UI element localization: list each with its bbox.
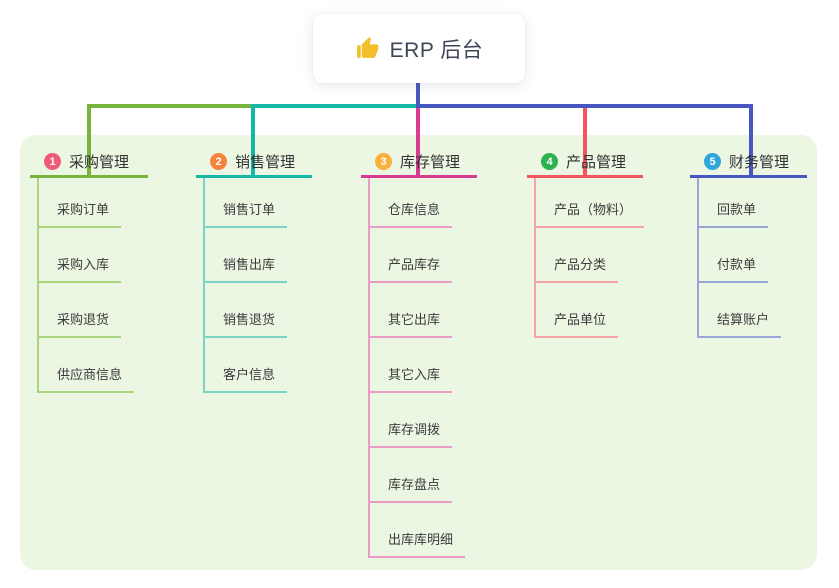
connector-drop-product: [583, 104, 587, 178]
child-node-label[interactable]: 回款单: [699, 199, 769, 228]
connector-segment-finance: [416, 104, 753, 108]
child-node: 付款单: [699, 228, 807, 283]
branch-title: 采购管理: [69, 154, 130, 171]
branch-number-badge: 2: [210, 153, 227, 170]
child-node-label[interactable]: 销售出库: [205, 254, 288, 283]
child-node-label[interactable]: 出库库明细: [370, 529, 466, 558]
connector-root-stem: [416, 82, 420, 108]
connector-drop-sales: [251, 104, 255, 178]
child-node: 产品单位: [536, 283, 643, 338]
child-node-label[interactable]: 客户信息: [205, 364, 288, 393]
root-node-label: ERP 后台: [389, 38, 484, 62]
child-node: 销售退货: [205, 283, 312, 338]
branch: 1 采购管理 采购订单 采购入库 采购退货 供应商信息: [30, 148, 148, 393]
child-node: 其它入库: [370, 338, 477, 393]
child-node-label[interactable]: 产品单位: [536, 309, 619, 338]
thumbs-up-icon: [356, 37, 379, 58]
branch: 4 产品管理 产品（物料） 产品分类 产品单位: [527, 148, 645, 338]
child-node-label[interactable]: 库存调拨: [370, 419, 453, 448]
child-node: 采购订单: [39, 178, 148, 228]
connector-segment-sales: [251, 104, 418, 108]
child-node: 出库库明细: [370, 503, 477, 558]
child-node: 供应商信息: [39, 338, 148, 393]
child-node-label[interactable]: 产品库存: [370, 254, 453, 283]
branch-children: 仓库信息 产品库存 其它出库 其它入库 库存调拨 库存盘点 出库库明细: [368, 178, 477, 558]
child-node-label[interactable]: 采购订单: [39, 199, 122, 228]
child-node: 结算账户: [699, 283, 807, 338]
branch-children: 回款单 付款单 结算账户: [697, 178, 807, 338]
branch-header[interactable]: 5 财务管理: [690, 148, 807, 178]
child-node-label[interactable]: 其它入库: [370, 364, 453, 393]
branch-title: 财务管理: [729, 154, 790, 171]
child-node: 销售订单: [205, 178, 312, 228]
branch-title: 产品管理: [566, 154, 627, 171]
child-node: 其它出库: [370, 283, 477, 338]
branch-number-badge: 3: [375, 153, 392, 170]
child-node-label[interactable]: 仓库信息: [370, 199, 453, 228]
branch-title: 库存管理: [400, 154, 461, 171]
child-node-label[interactable]: 付款单: [699, 254, 769, 283]
child-node: 产品分类: [536, 228, 643, 283]
child-node-label[interactable]: 结算账户: [699, 309, 782, 338]
connector-drop-finance: [749, 104, 753, 178]
branch-children: 采购订单 采购入库 采购退货 供应商信息: [37, 178, 148, 393]
branch-children: 销售订单 销售出库 销售退货 客户信息: [203, 178, 312, 393]
child-node-label[interactable]: 产品分类: [536, 254, 619, 283]
branch: 2 销售管理 销售订单 销售出库 销售退货 客户信息: [196, 148, 312, 393]
child-node-label[interactable]: 销售订单: [205, 199, 288, 228]
branch-header[interactable]: 1 采购管理: [30, 148, 148, 178]
branch: 3 库存管理 仓库信息 产品库存 其它出库 其它入库 库存调拨 库存盘点 出库库…: [361, 148, 477, 558]
child-node: 回款单: [699, 178, 807, 228]
branch-title: 销售管理: [235, 154, 296, 171]
child-node: 采购退货: [39, 283, 148, 338]
child-node-label[interactable]: 销售退货: [205, 309, 288, 338]
child-node: 采购入库: [39, 228, 148, 283]
branch-number-badge: 5: [704, 153, 721, 170]
child-node-label[interactable]: 产品（物料）: [536, 199, 645, 228]
child-node: 库存调拨: [370, 393, 477, 448]
child-node: 产品（物料）: [536, 178, 645, 228]
child-node: 销售出库: [205, 228, 312, 283]
branch-number-badge: 1: [44, 153, 61, 170]
branch-children: 产品（物料） 产品分类 产品单位: [534, 178, 645, 338]
child-node: 库存盘点: [370, 448, 477, 503]
connector-drop-purchase: [87, 104, 91, 178]
connector-segment-purchase: [87, 104, 253, 108]
child-node-label[interactable]: 供应商信息: [39, 364, 135, 393]
branch-header[interactable]: 3 库存管理: [361, 148, 477, 178]
branch-header[interactable]: 2 销售管理: [196, 148, 312, 178]
child-node-label[interactable]: 采购退货: [39, 309, 122, 338]
branch: 5 财务管理 回款单 付款单 结算账户: [690, 148, 807, 338]
branch-header[interactable]: 4 产品管理: [527, 148, 643, 178]
child-node: 客户信息: [205, 338, 312, 393]
child-node-label[interactable]: 库存盘点: [370, 474, 453, 503]
child-node-label[interactable]: 其它出库: [370, 309, 453, 338]
connector-drop-inventory: [416, 104, 420, 178]
child-node: 产品库存: [370, 228, 477, 283]
child-node: 仓库信息: [370, 178, 477, 228]
root-node[interactable]: ERP 后台: [313, 14, 525, 83]
branch-number-badge: 4: [541, 153, 558, 170]
background-panel: [20, 135, 817, 570]
child-node-label[interactable]: 采购入库: [39, 254, 122, 283]
